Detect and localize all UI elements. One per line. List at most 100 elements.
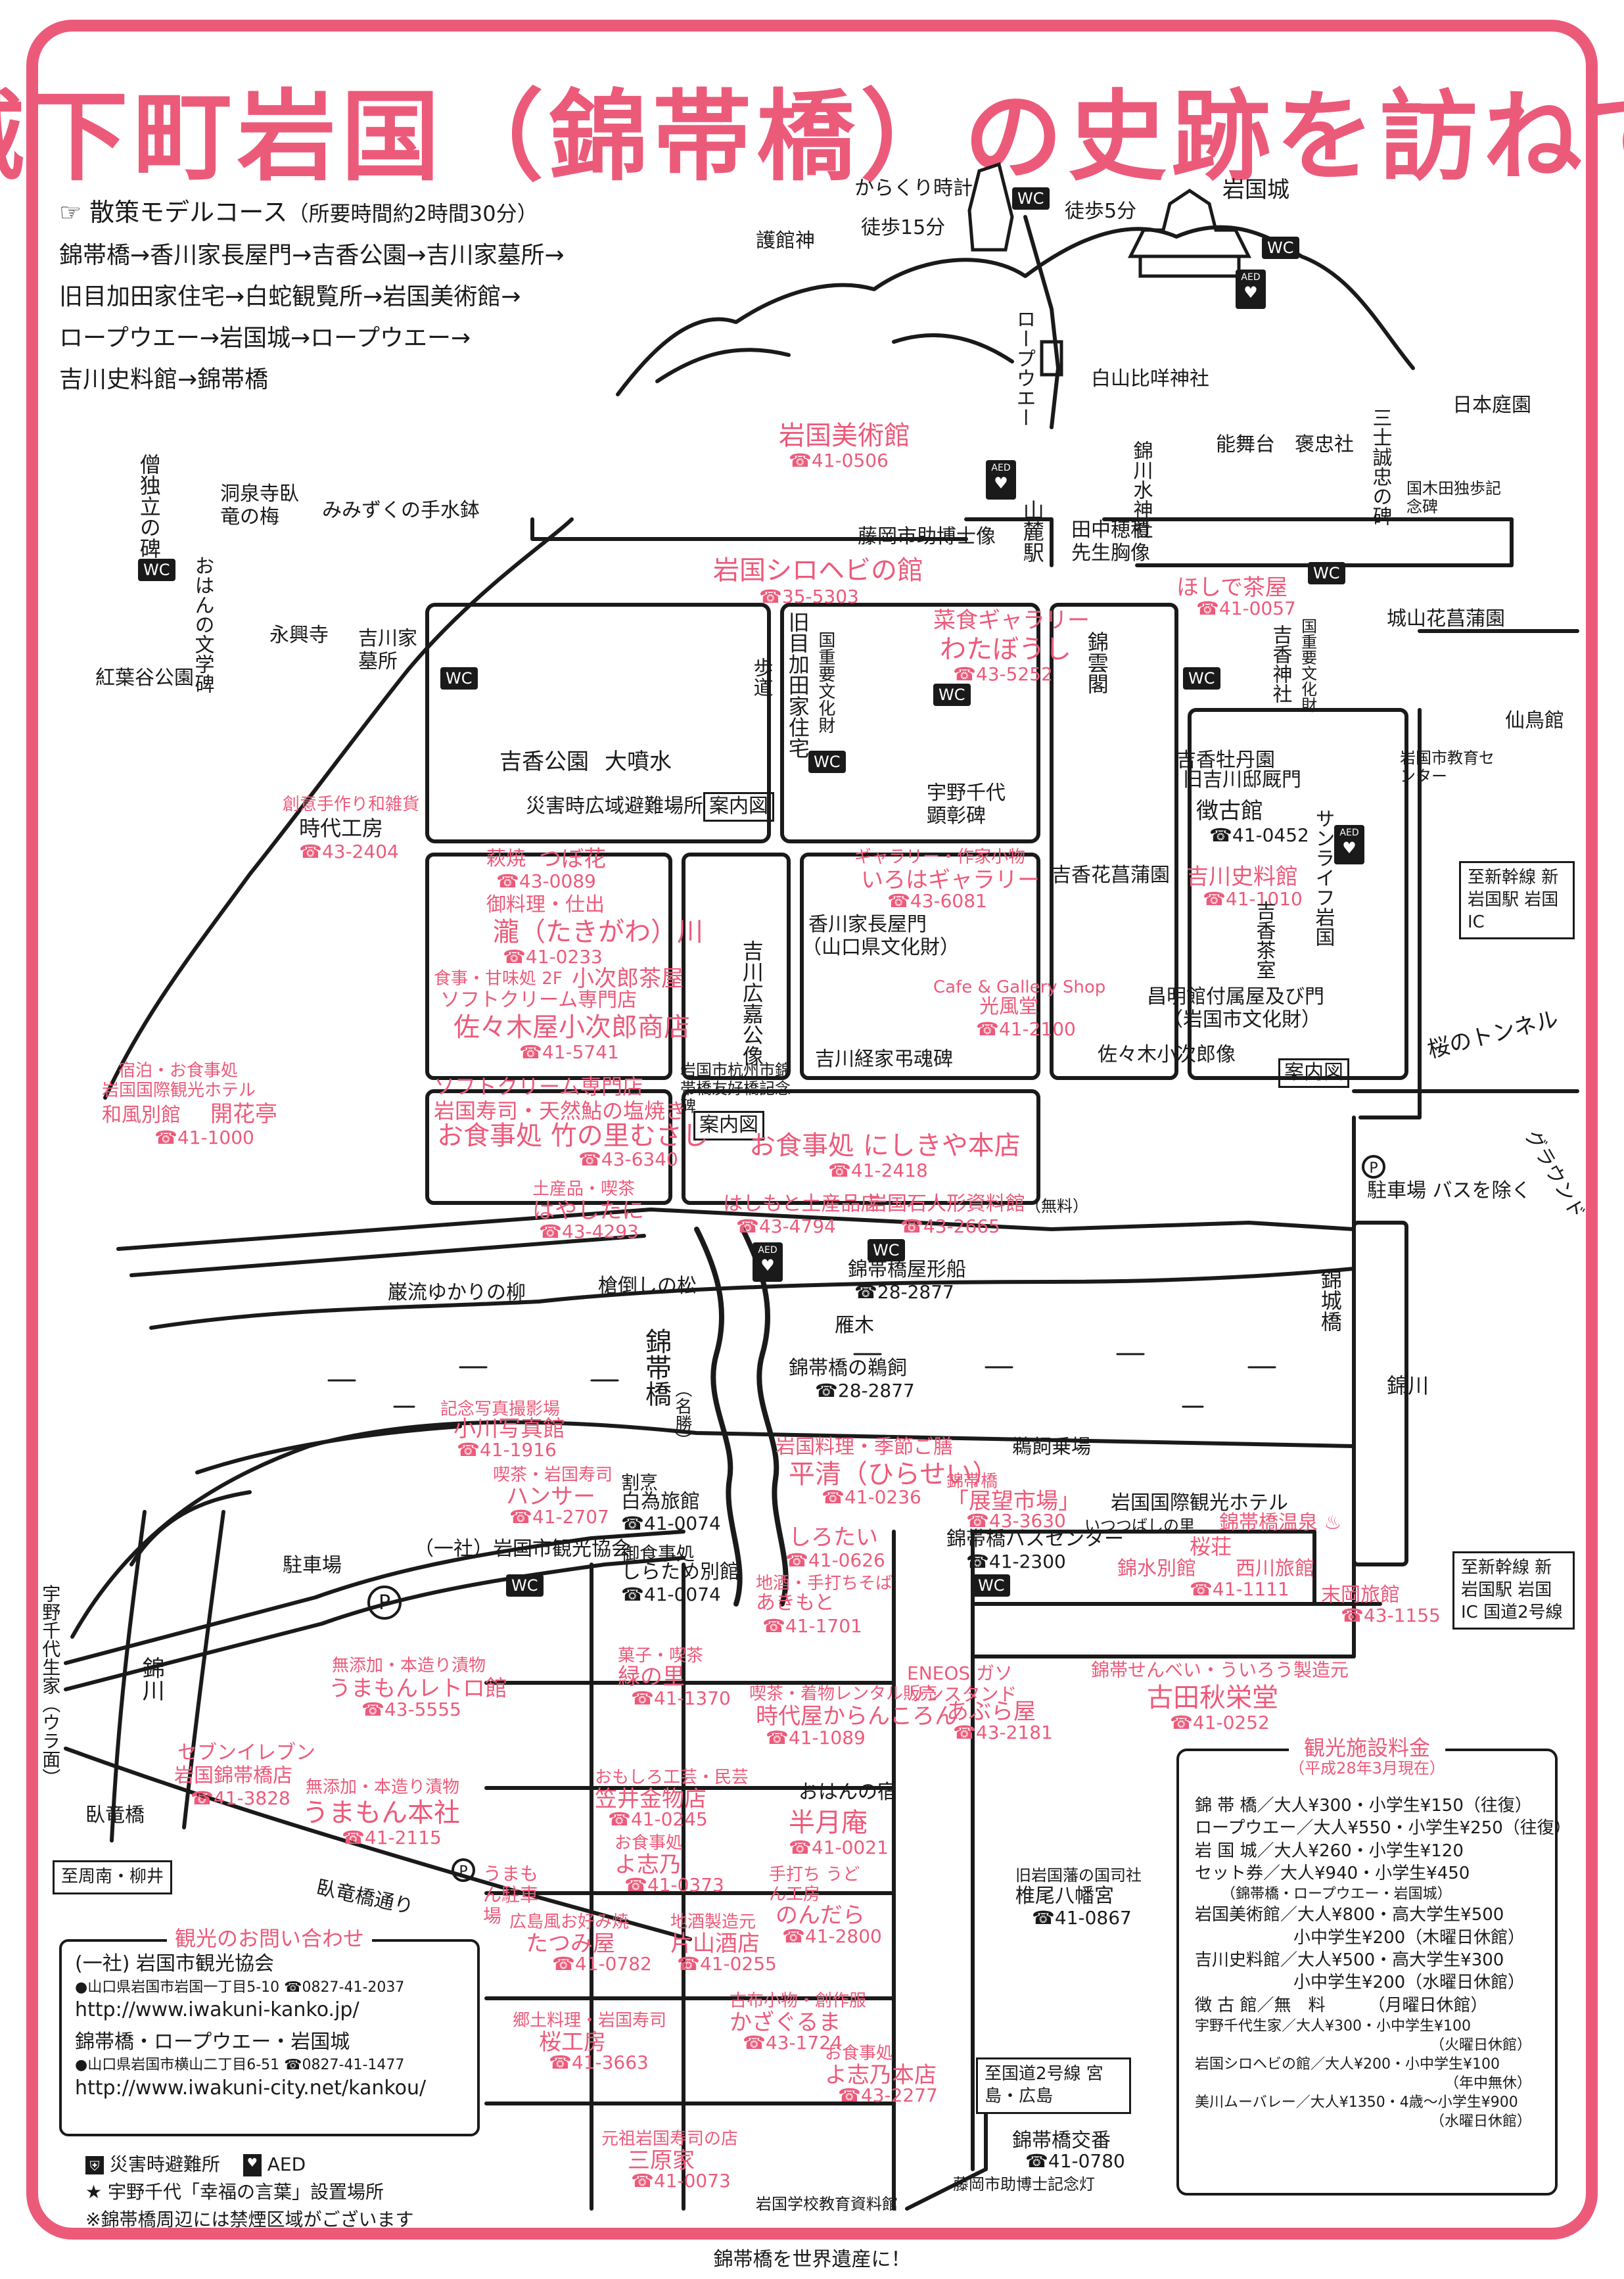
kagawa-gate-sub: （山口県文化財） xyxy=(802,936,960,959)
kintaikyo-sub: （名勝） xyxy=(672,1380,692,1449)
kojiro-chaya-sub: 食事・甘味処 2F xyxy=(434,969,563,989)
ohan-inn-label: おはんの宿 xyxy=(799,1781,897,1804)
contact-url-1[interactable]: http://www.iwakuni-kanko.jp/ xyxy=(75,1998,360,2022)
watabousi-label: わたぼうし xyxy=(940,634,1071,665)
softcream-label: ソフトクリーム専門店 xyxy=(440,989,638,1012)
mihara-label: 三原家 xyxy=(628,2148,695,2174)
fee-row: ロープウエー／大人¥550・小学生¥250（往復） xyxy=(1195,1818,1571,1839)
fee-row: 岩 国 城／大人¥260・小学生¥120 xyxy=(1195,1841,1464,1861)
yoshiei-honten-label: よ志乃本店 xyxy=(825,2062,937,2088)
hiraseki-label: 平清（ひらせい） xyxy=(789,1459,999,1490)
contact-address-2: ●山口県岩国市横山二丁目6-51 ☎0827-41-1477 xyxy=(75,2057,405,2074)
wc-icon: WC xyxy=(440,667,478,690)
fountain-label: 大噴水 xyxy=(605,749,672,775)
wc-icon: WC xyxy=(1183,667,1220,690)
sanshi-seichu-label: 三士誠忠の碑 xyxy=(1368,408,1392,526)
model-course: ☞ 散策モデルコース（所要時間約2時間30分） 錦帯橋→香川家長屋門→吉香公園→… xyxy=(59,191,690,400)
fee-row-note: （錦帯橋・ロープウエー・岩国城） xyxy=(1221,1886,1452,1903)
education-center-label: 岩国市教育センター xyxy=(1400,749,1495,786)
ropeway-car-icon xyxy=(1040,340,1063,377)
umamon-honsha-label: うまもん本社 xyxy=(302,1798,460,1828)
stone-doll-museum-label: 岩国石人形資料館 xyxy=(868,1192,1025,1215)
guide-map-sign-3: 案内図 xyxy=(693,1111,764,1140)
street-fujioka xyxy=(905,2102,988,2211)
river-west-channel xyxy=(110,1510,147,1843)
school-museum-label: 岩国学校教育資料館 xyxy=(756,2195,898,2213)
legend-no-smoking: ※錦帯橋周辺には禁煙区域がございます xyxy=(85,2209,414,2230)
shiratame-sub: 御食事処 xyxy=(621,1543,695,1564)
fujioka-memorial-label: 藤岡市助博士記念灯 xyxy=(953,2175,1095,2194)
mihara-sub: 元祖岩国寿司の店 xyxy=(601,2129,739,2149)
gagyou-bridge-label: 臥竜橋 xyxy=(85,1804,145,1827)
kikkou-iris-label: 吉香花菖蒲園 xyxy=(1052,864,1170,887)
street-riverbank-north-2 xyxy=(129,1234,646,1277)
kanko-kyokai-label: （一社）岩国市観光協会 xyxy=(414,1538,631,1561)
tsubohana-sub: 萩焼 xyxy=(486,847,526,870)
hashimoto-label: はしもと土産品店 xyxy=(723,1192,881,1215)
musashi-sub2: 岩国寿司・天然鮎の塩焼き xyxy=(434,1098,687,1123)
karankoron-tel: ☎41-1089 xyxy=(766,1727,866,1749)
legend-aed: AED xyxy=(267,2153,306,2175)
tenbou-sub: 錦帯橋 xyxy=(946,1472,998,1492)
parking-icon-umamon-glyph: P xyxy=(459,1864,467,1880)
river-west-channel-2 xyxy=(182,1510,225,1829)
course-line: 旧目加田家住宅→白蛇観覧所→岩国美術館→ xyxy=(59,283,521,310)
wc-icon: WC xyxy=(1308,562,1345,584)
hayashitani-sub: 土産品・喫茶 xyxy=(532,1179,636,1199)
ropeway-label: ロープウエー xyxy=(1012,309,1036,427)
kasai-tel: ☎41-0245 xyxy=(608,1808,708,1830)
hakuun-sub: 割烹 xyxy=(621,1472,659,1493)
noh-stage-label: 能舞台 xyxy=(1216,433,1275,456)
katayama-sub: 地酒製造元 xyxy=(670,1912,756,1932)
course-time: （所要時間約2時間30分） xyxy=(287,201,538,226)
seven-tel: ☎41-3828 xyxy=(191,1787,290,1809)
legend-star: ★ 宇野千代「幸福の言葉」設置場所 xyxy=(85,2181,384,2203)
shiryoukan-label: 吉川史料館 xyxy=(1186,864,1298,890)
fee-row-cont: 小中学生¥200（木曜日休館） xyxy=(1293,1927,1525,1948)
yoshiei-tel: ☎41-0373 xyxy=(624,1874,724,1896)
onsen-label: 錦帯橋温泉 ♨ xyxy=(1219,1511,1342,1534)
tsunesane-monument-label: 吉川経家弔魂碑 xyxy=(815,1048,953,1071)
cormorant-fishing-tel: ☎28-2877 xyxy=(815,1380,915,1401)
shiroyama-iris-label: 城山花菖蒲園 xyxy=(1387,607,1505,630)
yoshiei-label: よ志乃 xyxy=(615,1852,682,1878)
stone-doll-museum-tel: ☎43-2665 xyxy=(900,1215,1000,1237)
contact-org-1: (一社) 岩国市観光協会 xyxy=(75,1952,274,1975)
kaikatei-tel: ☎41-1000 xyxy=(154,1127,254,1148)
ganki-label: 雁木 xyxy=(835,1314,874,1337)
contact-url-2[interactable]: http://www.iwakuni-city.net/kankou/ xyxy=(75,2076,427,2100)
fee-row-note: （水曜日休館） xyxy=(1429,2113,1531,2130)
shiio-hachiman-sub: 旧岩国藩の国司社 xyxy=(1015,1866,1142,1885)
umamon-retro-tel: ☎43-5555 xyxy=(361,1699,461,1720)
kikkou-peony-label: 吉香牡丹園 xyxy=(1176,749,1275,772)
umamon-retro-sub: 無添加・本造り漬物 xyxy=(332,1656,486,1676)
tenbou-label: 「展望市場」 xyxy=(946,1488,1080,1515)
midori-label: 緑の里 xyxy=(618,1664,685,1690)
eneos-label: ENEOS ガソリンスタンド xyxy=(907,1662,1017,1706)
shirodai-tel: ☎41-0626 xyxy=(785,1549,885,1571)
bus-center-label: 錦帯橋バスセンター xyxy=(946,1528,1124,1551)
sakurakobo-label: 桜工房 xyxy=(539,2029,606,2056)
nishikiya-label: お食事処 にしきや本店 xyxy=(749,1131,1021,1161)
contact-box: 観光のお問い合わせ (一社) 岩国市観光協会 ●山口県岩国市岩国一丁目5-10 … xyxy=(59,1925,480,2136)
aed-icon: AED♥ xyxy=(1334,825,1364,864)
kunikida-monument-label: 国木田独歩記念碑 xyxy=(1406,479,1501,516)
jidai-kobo-label: 時代工房 xyxy=(299,816,384,841)
guide-map-sign: 案内図 xyxy=(703,792,774,822)
yoshiei-honten-sub: お食事処 xyxy=(825,2044,894,2063)
to-shinkansen-sign-2: 至新幹線 新岩国駅 岩国IC 国道2号線 xyxy=(1452,1551,1575,1630)
jidai-kobo-sub: 創意手作り和雑貨 xyxy=(283,795,420,814)
fee-row: 岩国シロヘビの館／大人¥200・小中学生¥100 xyxy=(1195,2056,1500,2073)
houseboat-label: 錦帯橋屋形船 xyxy=(848,1258,966,1281)
hiraseki-tel: ☎41-0236 xyxy=(822,1486,921,1508)
kintaikyo-bridge xyxy=(694,1227,789,1607)
kikkawa-hiroie-label: 吉川広嘉公像 xyxy=(739,940,764,1066)
japanese-garden-label: 日本庭園 xyxy=(1452,394,1531,417)
legend: ⛨ 災害時避難所 ♥ AED ★ 宇野千代「幸福の言葉」設置場所 ※錦帯橋周辺に… xyxy=(85,2151,413,2234)
seven-sub: セブンイレブン xyxy=(177,1741,315,1764)
hangzhou-monument-label: 岩国市杭州市錦帯橋友好橋記念碑 xyxy=(680,1061,791,1116)
akimoto-tel: ☎41-1701 xyxy=(762,1615,862,1637)
umamon-honsha-tel: ☎41-2115 xyxy=(342,1827,442,1848)
dokuritsu-monument-label: 僧独立の碑 xyxy=(136,454,162,559)
kagawa-gate-label: 香川家長屋門 xyxy=(808,913,927,936)
